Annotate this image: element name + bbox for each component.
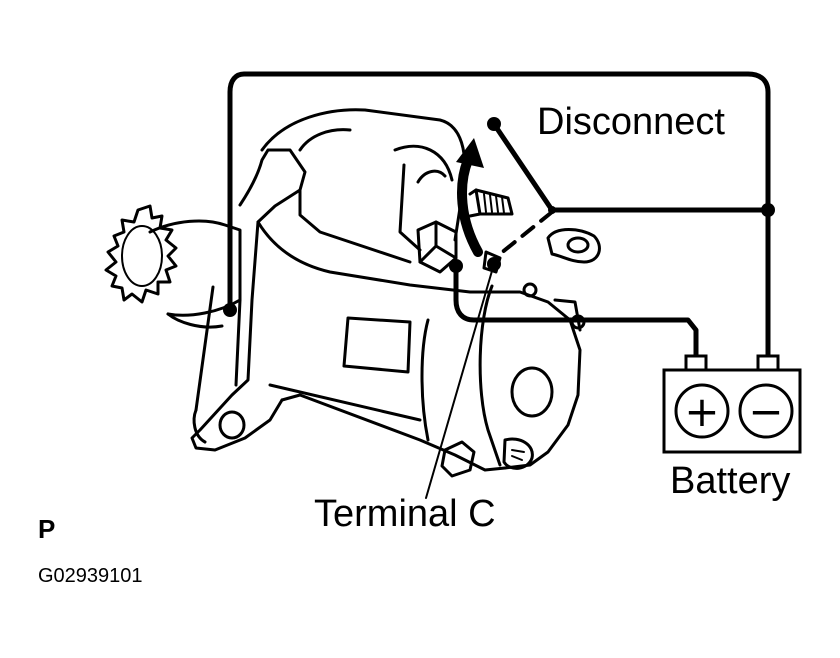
minus-symbol-circle	[738, 383, 794, 439]
plus-symbol-circle	[674, 383, 730, 439]
wire-negative	[227, 71, 771, 363]
terminal-c-label: Terminal C	[314, 493, 496, 535]
pinion-gear	[104, 204, 178, 304]
connection-points	[223, 117, 775, 317]
battery-label: Battery	[670, 460, 791, 502]
terminal-c-dot	[487, 257, 501, 271]
battery-post-negative	[756, 354, 780, 372]
wire-positive	[453, 263, 699, 363]
junction-dot	[761, 203, 775, 217]
section-mark: P	[38, 514, 56, 544]
disconnect-label: Disconnect	[537, 101, 725, 143]
minus-symbol: −	[748, 387, 783, 436]
solenoid-stud-bolt	[468, 188, 514, 218]
plus-symbol: +	[684, 387, 719, 436]
terminal-50-dot	[449, 259, 463, 273]
motor-yoke	[256, 220, 582, 470]
solenoid	[260, 108, 467, 242]
disconnect-arrow	[457, 155, 483, 257]
battery-post-positive	[684, 354, 708, 372]
disconnect-arrow-head	[456, 138, 484, 168]
switch-pivot-dot	[548, 206, 556, 214]
terminal-c-leader	[425, 263, 495, 499]
battery: + −	[662, 354, 802, 454]
nose-housing	[148, 219, 242, 317]
battery-case	[662, 368, 802, 454]
switch-contact-dot	[487, 117, 501, 131]
terminal-lead-wire	[482, 210, 601, 274]
yoke-window	[342, 316, 412, 374]
end-cap-hole	[510, 366, 554, 418]
body-ground-dot	[223, 303, 237, 317]
figure-code: G02939101	[38, 565, 143, 587]
starter-motor	[104, 108, 586, 478]
through-bolt	[440, 437, 534, 478]
mounting-flange	[190, 148, 307, 452]
